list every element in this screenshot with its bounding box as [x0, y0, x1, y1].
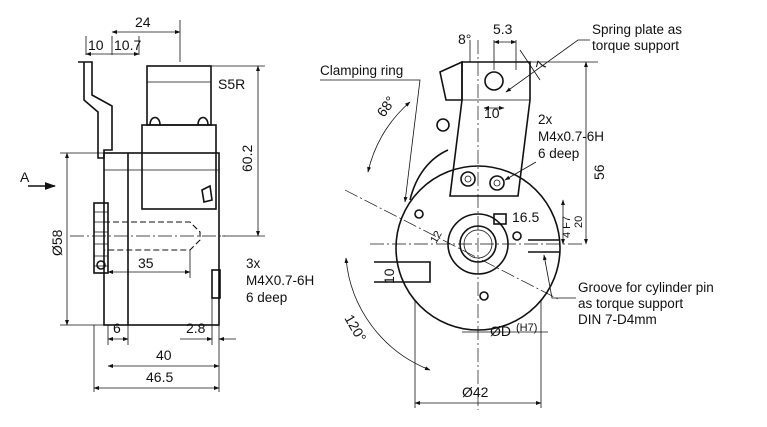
dim-od: ØD: [490, 323, 511, 339]
dim-10-7: 10.7: [114, 37, 141, 53]
mount-screw-right-icon: [489, 175, 505, 191]
callout-2x-2: M4x0.7-6H: [538, 129, 604, 144]
screw-core: [464, 175, 472, 183]
leader-spring-plate: [505, 39, 590, 93]
hollow-shaft-hidden: [104, 221, 201, 251]
dim-60-2: 60.2: [239, 145, 255, 172]
callout-groove-1: Groove for cylinder pin: [578, 280, 714, 295]
ring-screw-icon: [96, 260, 106, 270]
spring-plate-hole: [484, 71, 504, 91]
arc-68deg: [367, 101, 411, 173]
callout-spring-plate-2: torque support: [592, 38, 679, 53]
dim-40: 40: [156, 347, 172, 363]
dim-24: 24: [135, 14, 151, 30]
pin-groove: [528, 239, 560, 253]
dim-12: 12: [428, 229, 445, 246]
screw-core: [493, 179, 501, 187]
callout-groove-3: DIN 7-D4mm: [578, 312, 657, 327]
callout-3x-3: 6 deep: [246, 290, 287, 305]
leader-2x: [504, 161, 537, 181]
dim-6: 6: [113, 320, 121, 336]
dim-56: 56: [591, 164, 607, 180]
dim-10-slot: 10: [381, 268, 397, 284]
dim-10: 10: [88, 37, 104, 53]
connector-body: [141, 124, 217, 210]
dim-68deg: 68°: [373, 93, 398, 120]
dim-46-5: 46.5: [146, 369, 173, 385]
clamping-ring-side: [93, 202, 109, 274]
connector-cap: [146, 65, 212, 126]
dim-5-3: 5.3: [493, 21, 513, 37]
callout-2x-1: 2x: [538, 112, 553, 127]
thread-hole-2-icon: [512, 231, 522, 241]
thread-hole-3-icon: [479, 291, 489, 301]
arc-120deg: [344, 257, 431, 371]
shaft-slot: [493, 213, 507, 225]
ring-hatch: [94, 211, 108, 267]
dim-10-top: 10: [484, 105, 500, 121]
dim-20: 20: [573, 216, 585, 228]
callout-groove-2: as torque support: [578, 296, 683, 311]
callout-clamping-ring: Clamping ring: [320, 63, 403, 78]
bolt-axis-line: [344, 189, 561, 301]
ext-line: [519, 49, 541, 81]
housing-body: [103, 152, 220, 326]
leader-groove: [542, 254, 576, 299]
connector-screws-icon: [149, 116, 209, 126]
dim-7: 7: [532, 59, 550, 71]
dim-8deg: 8°: [458, 31, 471, 47]
dim-s5r: S5R: [218, 76, 245, 92]
thread-hole-1-icon: [414, 209, 424, 219]
spring-plate-tab: [439, 60, 463, 101]
callout-3x-1: 3x: [246, 256, 261, 271]
callout-3x-2: M4X0.7-6H: [246, 273, 314, 288]
dim-35: 35: [138, 255, 154, 271]
spring-plate-outline: [78, 61, 113, 159]
leader-clamping-ring: [320, 79, 421, 203]
front-view: 8° 5.3 7 10 68° 56 16.5 4 F7 20 10 12 12…: [246, 21, 714, 410]
dim-42: Ø42: [462, 384, 489, 400]
callout-spring-plate-1: Spring plate as: [592, 22, 682, 37]
view-letter: A: [20, 169, 30, 185]
clamping-ring-arc: [409, 149, 449, 201]
side-screw-icon: [436, 118, 450, 132]
mount-screw-left-icon: [460, 171, 476, 187]
side-view: A 24 10 10.7 S5R 60.2: [20, 14, 265, 392]
callout-2x-3: 6 deep: [538, 146, 579, 161]
groove-side: [211, 269, 221, 299]
dim-od-tol: (H7): [516, 322, 537, 334]
dim-2-8: 2.8: [186, 320, 206, 336]
dim-16-5: 16.5: [512, 209, 539, 225]
dim-58: Ø58: [49, 229, 65, 256]
connector-latch: [201, 184, 213, 203]
